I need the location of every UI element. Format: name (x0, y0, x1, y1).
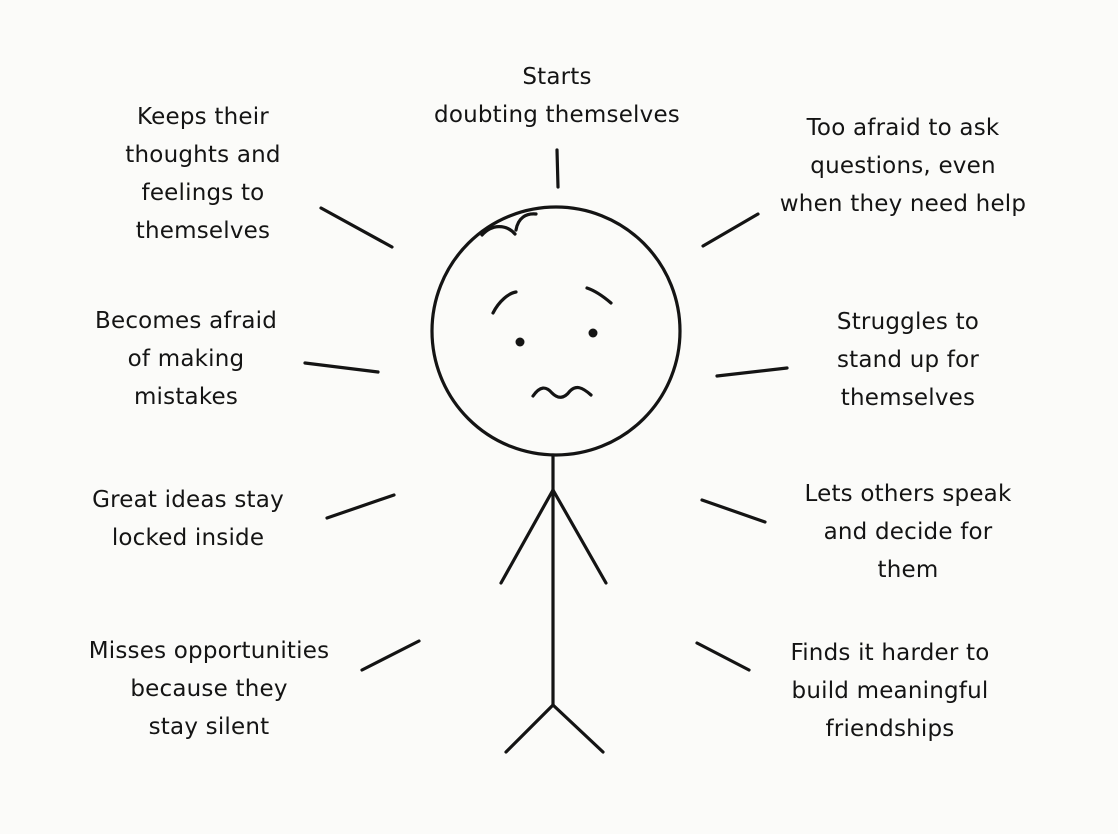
ray-left-1 (319, 206, 394, 249)
ray-left-3 (325, 493, 396, 520)
label-right-4-line-1: Finds it harder to (790, 640, 990, 666)
label-right-4-line-3: friendships (825, 716, 955, 742)
figure-left-arm (499, 488, 555, 585)
figure-hair-strand-1 (480, 225, 517, 237)
label-right-1-line-2: questions, even (810, 153, 996, 179)
ray-top (555, 148, 560, 189)
label-left-4-line-3: stay silent (148, 714, 270, 740)
ray-right-2 (715, 366, 789, 378)
figure-right-leg (551, 703, 605, 754)
label-right-4: Finds it harder to build meaningful frie… (790, 634, 989, 748)
ray-right-3 (700, 498, 767, 524)
figure-left-leg (504, 703, 555, 754)
ray-left-4 (360, 639, 421, 672)
label-top-line-1: Starts (522, 64, 592, 90)
figure-mouth (531, 385, 593, 399)
label-right-4-line-2: build meaningful (791, 678, 989, 704)
label-left-1-line-4: themselves (135, 218, 271, 244)
label-left-1-line-1: Keeps their (137, 104, 269, 130)
label-top: Starts doubting themselves (434, 58, 680, 134)
label-right-3-line-2: and decide for (823, 519, 993, 545)
figure-left-eyebrow (491, 290, 518, 315)
label-right-3-line-1: Lets others speak (804, 481, 1012, 507)
label-left-3: Great ideas stay locked inside (92, 481, 284, 557)
ray-left-2 (303, 361, 380, 374)
label-right-3: Lets others speak and decide for them (805, 475, 1012, 589)
label-left-1-line-2: thoughts and (125, 142, 281, 168)
figure-hair-strand-2 (514, 212, 538, 232)
label-left-2: Becomes afraid of making mistakes (95, 302, 277, 416)
label-left-1-line-3: feelings to (141, 180, 265, 206)
label-right-2-line-2: stand up for (836, 347, 980, 373)
figure-right-eye (588, 328, 598, 338)
label-top-line-2: doubting themselves (434, 102, 680, 128)
label-left-4-line-2: because they (130, 676, 288, 702)
label-right-2-line-1: Struggles to (836, 309, 980, 335)
label-left-2-line-1: Becomes afraid (94, 308, 278, 334)
ray-right-4 (695, 641, 751, 672)
label-right-2-line-3: themselves (840, 385, 976, 411)
label-left-4-line-1: Misses opportunities (88, 638, 330, 664)
label-left-3-line-1: Great ideas stay (92, 487, 284, 513)
label-left-2-line-3: mistakes (133, 384, 239, 410)
label-right-1-line-3: when they need help (779, 191, 1027, 217)
label-left-4: Misses opportunities because they stay s… (89, 632, 330, 746)
figure-right-eyebrow (585, 286, 613, 305)
label-left-1: Keeps their thoughts and feelings to the… (125, 98, 280, 250)
label-right-2: Struggles to stand up for themselves (837, 303, 979, 417)
label-right-3-line-3: them (877, 557, 939, 583)
label-right-1-line-1: Too afraid to ask (806, 115, 1000, 141)
figure-right-arm (551, 488, 608, 585)
label-right-1: Too afraid to ask questions, even when t… (780, 109, 1026, 223)
label-left-2-line-2: of making (127, 346, 245, 372)
figure-left-eye (515, 337, 525, 347)
ray-right-1 (701, 212, 760, 248)
figure-head (430, 205, 682, 457)
label-left-3-line-2: locked inside (111, 525, 265, 551)
